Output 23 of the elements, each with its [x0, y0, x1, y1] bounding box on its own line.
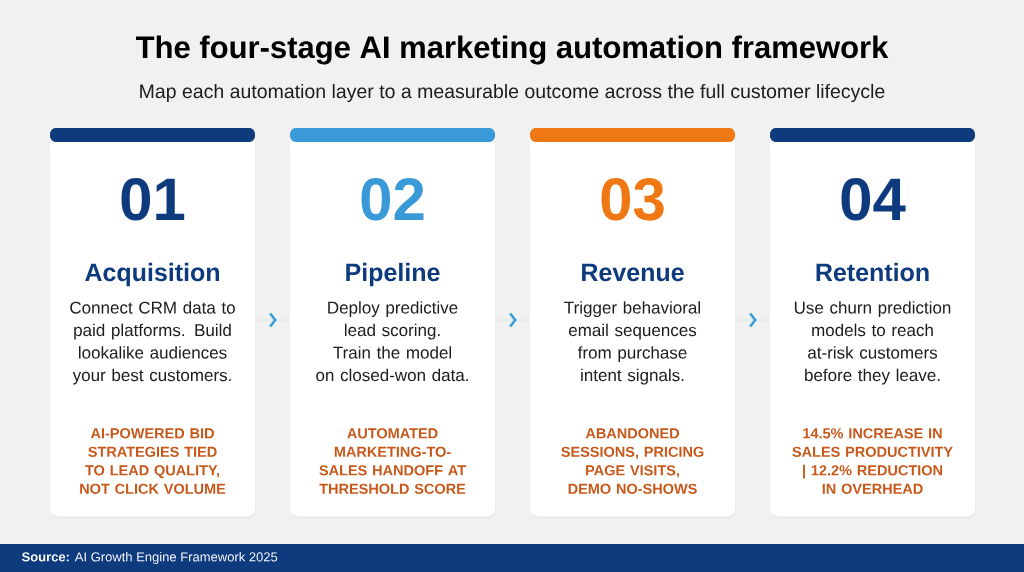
stage-title: Retention [816, 262, 929, 282]
stage-title: Acquisition [85, 262, 220, 287]
footer-band: Source: AI Growth Engine Framework 2025 [0, 544, 1024, 572]
stage-metric: 14.5% INCREASE IN SALES PRODUCTIVITY | 12.2% REDUCTION IN OVERHEAD [792, 428, 953, 494]
stage-metric: AUTOMATED MARKETING-TO-SALES HANDOFF AT THRESHOLD SCORE [319, 428, 466, 494]
stage-metric: AI-POWERED BID STRATEGIES TIED TO LEAD QUALITY, NOT CLICK VOLUME [80, 428, 226, 494]
subtitle: Map each automation layer to a measurable outcome across the full customer lifecycle [140, 83, 885, 103]
stage-number: 03 [601, 178, 664, 221]
stage-number: 04 [841, 178, 906, 221]
stage-number: 02 [361, 178, 424, 221]
stage-metric: ABANDONED SESSIONS, PRICING PAGE VISITS, DEMO NO-SHOWS [561, 428, 704, 494]
stage-card [290, 128, 496, 519]
stage-title: Pipeline [346, 262, 440, 287]
stage-description: Trigger behavioral email sequences from purchase intent signals. [564, 301, 700, 385]
stage-description: Use churn prediction models to reach at-risk customers before they leave. [794, 301, 951, 385]
stage-description: Connect CRM data to paid platforms. Build lookalike audiences your best customers. [70, 301, 235, 385]
stage-number: 01 [121, 178, 185, 221]
stage-card [50, 128, 256, 519]
stage-card [530, 128, 736, 519]
stage-title: Revenue [582, 263, 684, 282]
title: The four-stage AI marketing automation framework [136, 35, 889, 65]
stage-description: Deploy predictive lead scoring. Train the model on closed-won data. [316, 301, 468, 382]
stage-card [770, 128, 976, 519]
